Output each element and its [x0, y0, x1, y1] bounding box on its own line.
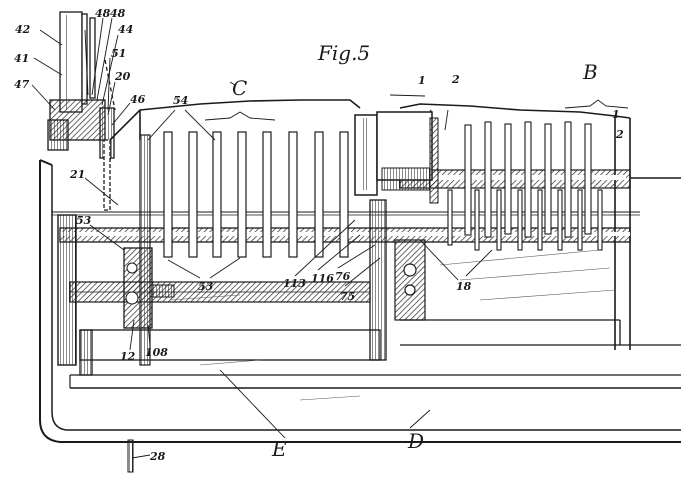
callout-113: 113 [283, 277, 306, 290]
figure-title: Fig.5 [317, 41, 370, 65]
support-post [127, 439, 134, 473]
lever-group-c [163, 131, 349, 258]
leader-lines [31, 17, 629, 459]
base-frame [39, 159, 681, 443]
callout-54: 54 [173, 94, 188, 107]
callout-42: 42 [15, 23, 31, 36]
callout-1b: 1 [612, 108, 620, 121]
callout-51: 51 [111, 47, 126, 60]
callout-1a: 1 [418, 74, 426, 87]
lever-group-b [447, 121, 603, 251]
region-b-label: B [582, 60, 598, 84]
shading-strokes [169, 249, 616, 401]
callout-44: 44 [118, 23, 133, 36]
callout-48b: 48 [110, 7, 126, 20]
callout-41: 41 [14, 52, 29, 65]
callout-53b: 53 [198, 280, 214, 293]
callout-2a: 2 [451, 73, 460, 86]
region-c-label: C [232, 76, 247, 100]
lower-shaft [69, 281, 371, 303]
top-left-assembly [47, 11, 116, 211]
callout-18: 18 [456, 280, 472, 293]
region-d-label: D [407, 429, 424, 453]
callout-76: 76 [335, 270, 351, 283]
callout-28: 28 [149, 450, 166, 463]
callout-116: 116 [311, 272, 334, 285]
upper-shaft [399, 169, 681, 189]
callout-47: 47 [14, 78, 30, 91]
region-e-label: E [271, 437, 287, 461]
callout-75: 75 [340, 290, 355, 303]
panel-e [79, 319, 681, 376]
callout-108: 108 [145, 346, 168, 359]
callout-53a: 53 [76, 214, 92, 227]
callout-46: 46 [130, 93, 146, 106]
callout-12: 12 [120, 350, 136, 363]
callout-20: 20 [114, 70, 131, 83]
callout-2b: 2 [615, 128, 624, 141]
callout-21: 21 [69, 168, 85, 181]
callout-48a: 48 [95, 7, 111, 20]
left-gear-stack [57, 134, 175, 366]
